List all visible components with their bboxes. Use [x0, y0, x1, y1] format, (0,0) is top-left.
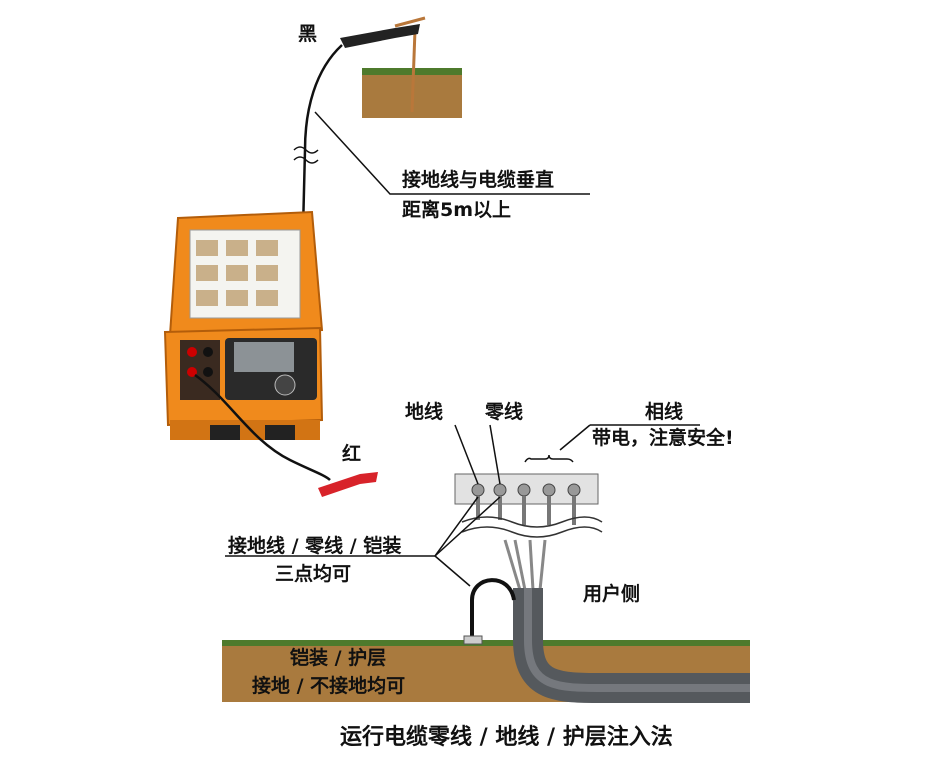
armor-line2: 接地 / 不接地均可: [252, 674, 405, 697]
phase-wire-label: 相线: [645, 400, 683, 423]
ground-note-line2: 距离5m以上: [402, 198, 511, 221]
diagram-title: 运行电缆零线 / 地线 / 护层注入法: [340, 724, 673, 750]
ground-patch-top: [362, 29, 462, 118]
tester-device: [163, 210, 324, 440]
ground-clamp: [463, 635, 483, 645]
red-test-lead: [194, 373, 331, 481]
ground-note-leader: [314, 111, 590, 195]
neutral-wire-label: 零线: [484, 400, 523, 423]
armor-line1: 铠装 / 护层: [290, 646, 386, 669]
user-side-label: 用户侧: [583, 582, 640, 605]
black-clip: [340, 16, 426, 48]
red-clip-label: 红: [342, 442, 361, 465]
earth-wire-label: 地线: [405, 400, 443, 423]
live-warning-label: 带电，注意安全!: [592, 426, 734, 449]
injection-points-line1: 接地线 / 零线 / 铠装: [228, 534, 401, 557]
ground-note-line1: 接地线与电缆垂直: [402, 168, 554, 191]
armor-ground-wire: [470, 578, 516, 640]
cable-break-mark: [293, 146, 319, 164]
injection-points-line2: 三点均可: [275, 562, 351, 585]
black-clip-label: 黑: [298, 23, 317, 45]
red-clip: [318, 472, 378, 497]
terminal-box: [454, 473, 603, 591]
